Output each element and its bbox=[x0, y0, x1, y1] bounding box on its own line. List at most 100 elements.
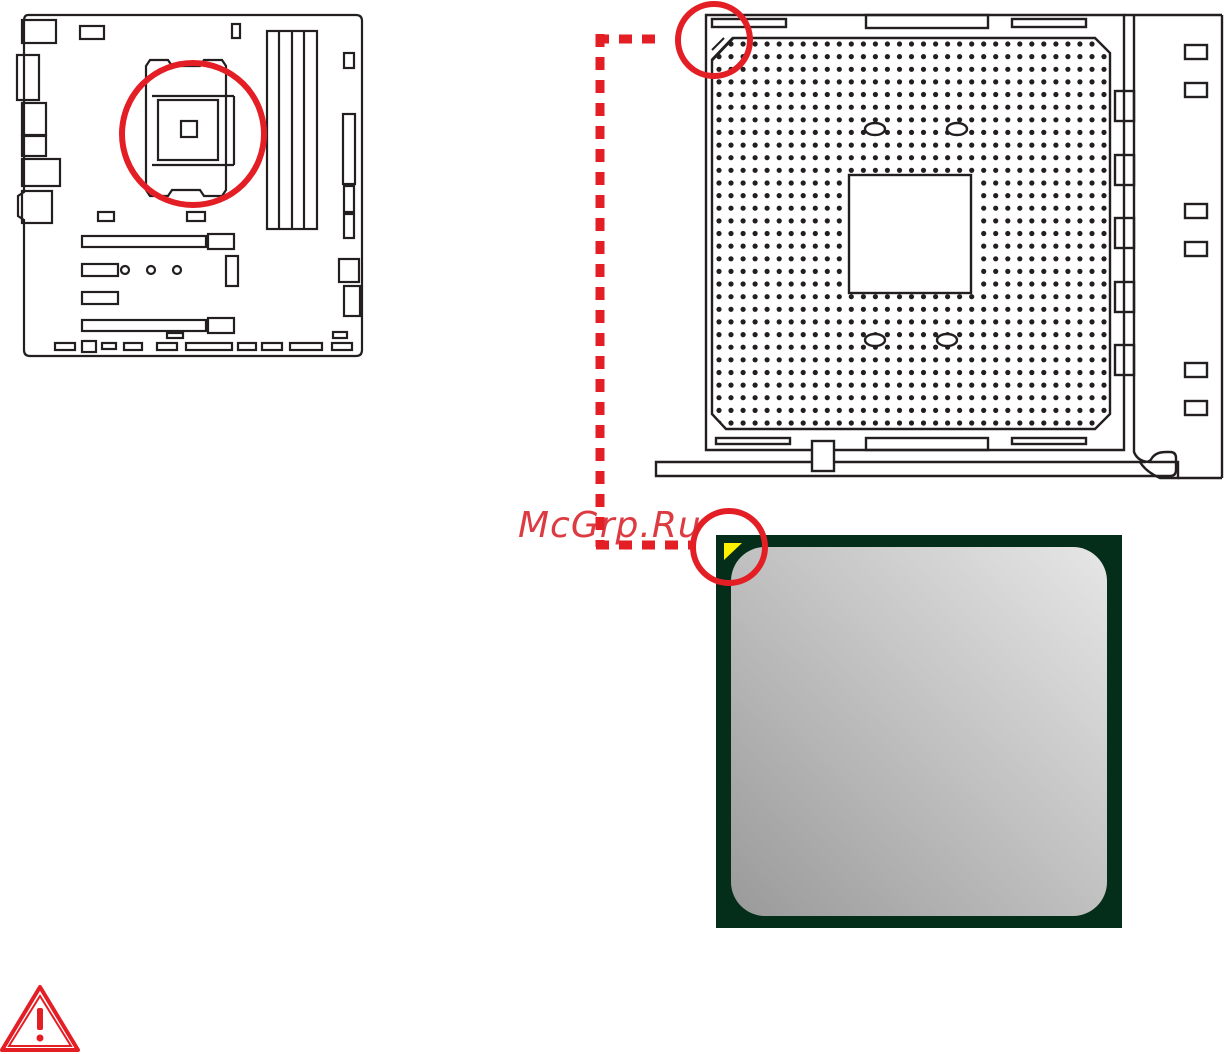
socket-pin bbox=[765, 332, 770, 337]
socket-pin bbox=[993, 332, 998, 337]
socket-pin bbox=[753, 193, 758, 198]
socket-pin bbox=[813, 332, 818, 337]
socket-pin bbox=[981, 345, 986, 350]
socket-pin bbox=[1005, 319, 1010, 324]
socket-pin bbox=[921, 307, 926, 312]
socket-pin bbox=[957, 370, 962, 375]
socket-pin bbox=[849, 370, 854, 375]
socket-pin bbox=[753, 269, 758, 274]
socket-pin bbox=[837, 395, 842, 400]
socket-pin bbox=[1077, 269, 1082, 274]
socket-pin bbox=[753, 420, 758, 425]
socket-pin bbox=[969, 105, 974, 110]
socket-pin bbox=[728, 130, 733, 135]
socket-pin bbox=[728, 105, 733, 110]
socket-pin bbox=[933, 168, 938, 173]
socket-pin bbox=[993, 105, 998, 110]
socket-pin bbox=[969, 155, 974, 160]
socket-pin bbox=[1041, 117, 1046, 122]
socket-pin bbox=[825, 168, 830, 173]
socket-pin bbox=[1053, 54, 1058, 59]
socket-pin bbox=[1053, 218, 1058, 223]
socket-pin bbox=[825, 256, 830, 261]
socket-pin bbox=[993, 269, 998, 274]
socket-pin bbox=[728, 54, 733, 59]
socket-pin bbox=[789, 193, 794, 198]
socket-pin bbox=[789, 256, 794, 261]
socket-pin bbox=[909, 79, 914, 84]
socket-pin bbox=[728, 294, 733, 299]
socket-pin bbox=[945, 294, 950, 299]
socket-pin bbox=[1065, 231, 1070, 236]
socket-pin bbox=[813, 408, 818, 413]
socket-pin bbox=[789, 319, 794, 324]
socket-pin bbox=[993, 143, 998, 148]
socket-pin bbox=[825, 231, 830, 236]
socket-lever bbox=[656, 452, 1176, 476]
socket-pin bbox=[825, 117, 830, 122]
socket-pin bbox=[728, 155, 733, 160]
socket-pin bbox=[861, 357, 866, 362]
socket-pin bbox=[753, 117, 758, 122]
socket-pin bbox=[728, 319, 733, 324]
socket-pin bbox=[981, 193, 986, 198]
socket-pin bbox=[1065, 54, 1070, 59]
motherboard-overview bbox=[17, 15, 362, 356]
socket-pin bbox=[909, 143, 914, 148]
socket-pin bbox=[969, 130, 974, 135]
socket-pin bbox=[1053, 319, 1058, 324]
socket-pin bbox=[777, 408, 782, 413]
socket-pin bbox=[873, 117, 878, 122]
socket-pin bbox=[993, 420, 998, 425]
socket-pin bbox=[1029, 256, 1034, 261]
socket-pin bbox=[741, 408, 746, 413]
socket-pin bbox=[933, 105, 938, 110]
socket-pin bbox=[981, 294, 986, 299]
socket-pin bbox=[1053, 307, 1058, 312]
socket-pin bbox=[957, 168, 962, 173]
socket-pin bbox=[957, 67, 962, 72]
socket-pin bbox=[945, 395, 950, 400]
socket-pin bbox=[1005, 206, 1010, 211]
socket-pin bbox=[849, 54, 854, 59]
socket-pin bbox=[873, 41, 878, 46]
socket-pin bbox=[885, 332, 890, 337]
socket-pin bbox=[885, 155, 890, 160]
socket-pin bbox=[777, 218, 782, 223]
socket-pin bbox=[813, 281, 818, 286]
socket-pin bbox=[933, 383, 938, 388]
socket-pin bbox=[837, 332, 842, 337]
socket-pin bbox=[825, 370, 830, 375]
socket-pin bbox=[813, 155, 818, 160]
socket-pin bbox=[1065, 269, 1070, 274]
socket-pin bbox=[813, 143, 818, 148]
socket-pin bbox=[813, 244, 818, 249]
warning-triangle-icon bbox=[2, 987, 78, 1050]
socket-pin bbox=[813, 294, 818, 299]
socket-pin bbox=[1041, 231, 1046, 236]
socket-pin bbox=[873, 420, 878, 425]
socket-pin bbox=[753, 383, 758, 388]
socket-pin bbox=[993, 281, 998, 286]
socket-pin bbox=[1089, 256, 1094, 261]
socket-pin bbox=[765, 408, 770, 413]
socket-pin bbox=[765, 41, 770, 46]
socket-pin bbox=[849, 383, 854, 388]
socket-pin bbox=[861, 54, 866, 59]
socket-pin bbox=[777, 269, 782, 274]
socket-pin bbox=[789, 143, 794, 148]
socket-pin bbox=[753, 105, 758, 110]
socket-pin bbox=[897, 54, 902, 59]
socket-pin bbox=[741, 143, 746, 148]
socket-pin bbox=[1065, 281, 1070, 286]
socket-pin bbox=[801, 294, 806, 299]
socket-pin bbox=[1017, 180, 1022, 185]
socket-pin bbox=[741, 79, 746, 84]
socket-pin bbox=[837, 168, 842, 173]
socket-pin bbox=[837, 420, 842, 425]
socket-pin bbox=[885, 143, 890, 148]
socket-pin bbox=[813, 269, 818, 274]
socket-pin bbox=[993, 256, 998, 261]
socket-pin bbox=[801, 180, 806, 185]
socket-pin bbox=[1029, 408, 1034, 413]
